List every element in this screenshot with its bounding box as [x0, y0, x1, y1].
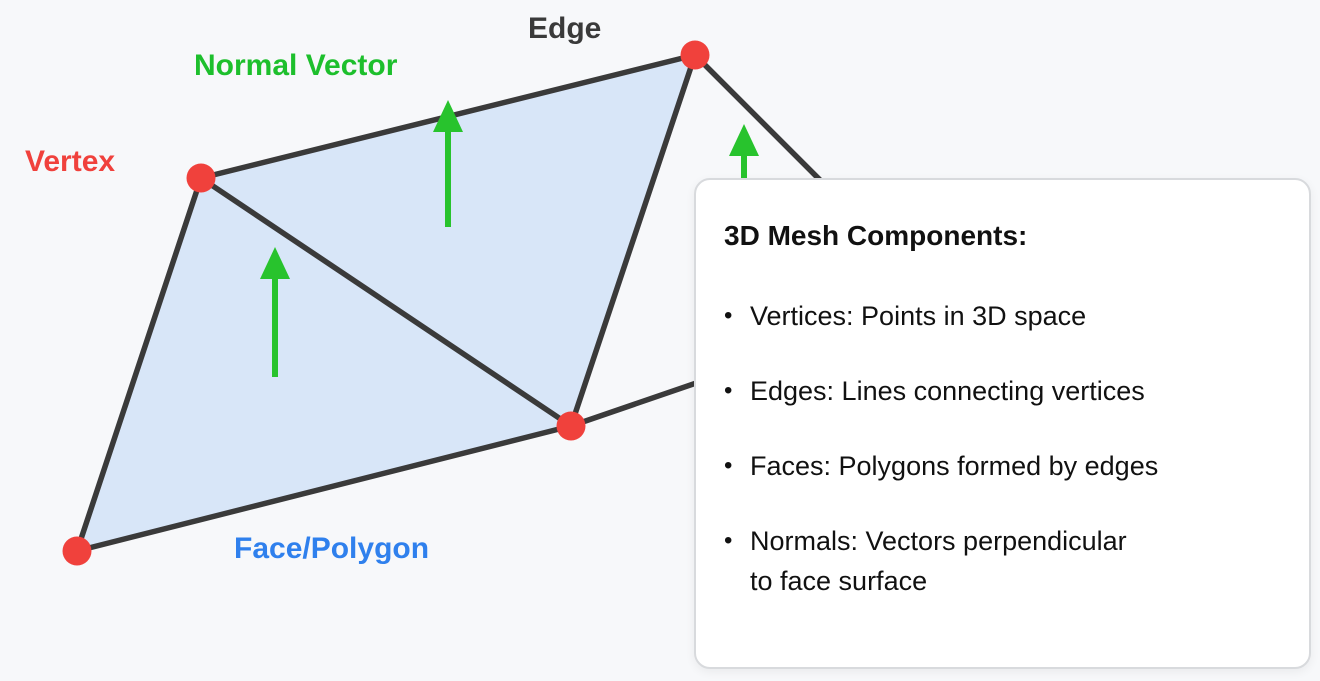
vertex-dot: [186, 163, 216, 193]
edge-bottom: [74, 423, 574, 554]
edge-label: Edge: [528, 12, 602, 45]
list-item-text: Normals: Vectors perpendicular to face s…: [750, 526, 1127, 596]
list-item: • Normals: Vectors perpendicular to face…: [724, 521, 1283, 601]
list-item: • Vertices: Points in 3D space: [724, 296, 1283, 336]
vertex-dot: [62, 536, 92, 566]
edge-left: [74, 175, 204, 554]
info-card-list: • Vertices: Points in 3D space • Edges: …: [724, 296, 1283, 601]
vertex-dot: [680, 40, 710, 70]
list-item: • Edges: Lines connecting vertices: [724, 371, 1283, 411]
list-item-text: Faces: Polygons formed by edges: [750, 451, 1159, 481]
arrow-head: [260, 247, 290, 279]
bullet-icon: •: [724, 302, 733, 329]
normal-vector-arrow-icon: [729, 124, 759, 179]
arrow-head: [729, 124, 759, 156]
list-item-text: Vertices: Points in 3D space: [750, 301, 1087, 331]
arrow-head: [433, 100, 463, 132]
vertex-dot: [556, 411, 586, 441]
mesh-components-info-card: 3D Mesh Components: • Vertices: Points i…: [694, 178, 1311, 669]
normal-vector-arrow-icon: [433, 100, 463, 227]
edge-diagonal: [198, 175, 574, 429]
bullet-icon: •: [724, 377, 733, 404]
face-polygon-label: Face/Polygon: [234, 532, 430, 565]
info-card-title: 3D Mesh Components:: [724, 220, 1028, 251]
list-item-text: Edges: Lines connecting vertices: [750, 376, 1145, 406]
edge-right: [568, 52, 698, 429]
normal-vector-arrow-icon: [260, 247, 290, 377]
vertex-label: Vertex: [25, 145, 116, 178]
bullet-icon: •: [724, 527, 733, 554]
normal-vector-label: Normal Vector: [194, 49, 398, 82]
bullet-icon: •: [724, 452, 733, 479]
list-item: • Faces: Polygons formed by edges: [724, 446, 1283, 486]
